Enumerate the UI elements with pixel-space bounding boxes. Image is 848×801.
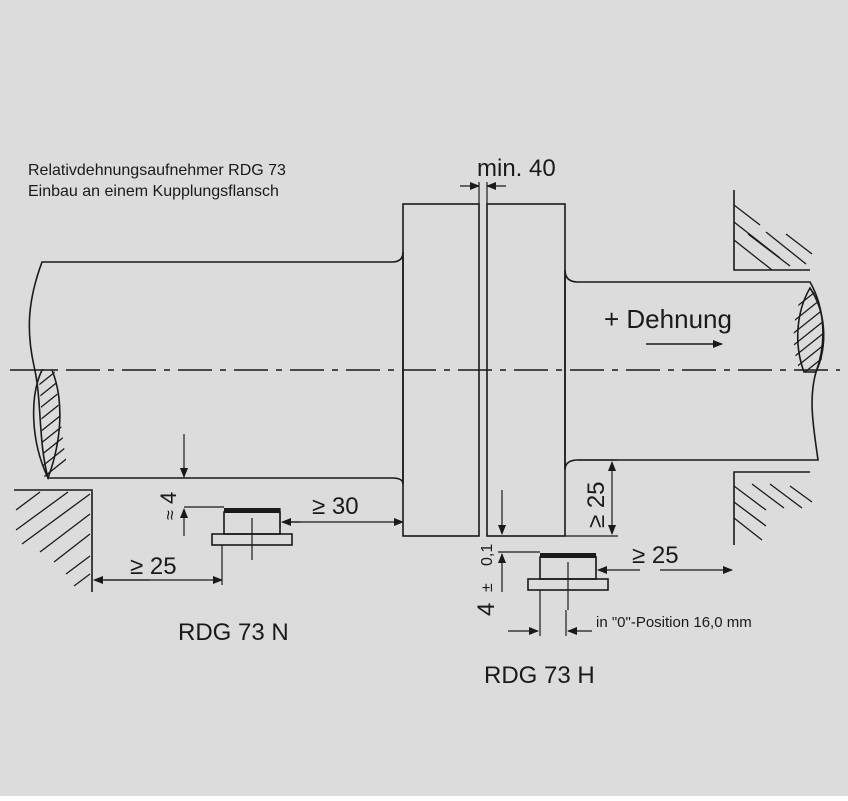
- label-zero-position: in "0"-Position 16,0 mm: [596, 614, 752, 631]
- expansion-indicator: + Dehnung: [604, 304, 732, 348]
- label-approx: ≈: [160, 510, 180, 520]
- dim-30: ≥ 30: [279, 493, 404, 528]
- dim-4-tolerance: 4 ± 0,1: [473, 490, 540, 616]
- caption-line-2: Einbau an einem Kupplungsflansch: [28, 183, 279, 200]
- label-expansion: + Dehnung: [604, 304, 732, 334]
- housing-upper-right: [733, 190, 813, 271]
- sensor-rdg73h: [527, 553, 609, 610]
- caption-line-1: Relativdehnungsaufnehmer RDG 73: [28, 162, 286, 179]
- housing-lower-right: [733, 471, 813, 545]
- label-rdg73n: RDG 73 N: [178, 619, 289, 646]
- paper-area: [7, 7, 841, 789]
- right-shaft: [564, 269, 825, 471]
- sensor-h-coil: [540, 553, 596, 558]
- label-tol-pm: ±: [479, 583, 496, 592]
- dim-25-right: ≥ 25: [595, 542, 733, 574]
- label-dist30: ≥ 30: [312, 493, 359, 520]
- label-dist25-vertical: ≥ 25: [583, 481, 610, 528]
- sensor-n-coil: [224, 508, 280, 513]
- label-gap4: 4: [156, 492, 181, 504]
- housing-lower-left: [14, 489, 93, 592]
- dim-4-left: 4 ≈: [156, 434, 224, 536]
- label-min40: min. 40: [477, 155, 556, 182]
- label-tol-01: 0,1: [479, 544, 496, 566]
- dim-min40: min. 40: [460, 155, 556, 204]
- dim-25-left: ≥ 25: [93, 545, 223, 585]
- label-gap4-h: 4: [473, 603, 500, 616]
- dim-zero-position: in "0"-Position 16,0 mm: [508, 590, 752, 636]
- label-rdg73h: RDG 73 H: [484, 662, 595, 689]
- label-dist25-right: ≥ 25: [632, 542, 679, 569]
- dim-25-vertical: ≥ 25: [565, 459, 618, 537]
- label-dist25-left: ≥ 25: [130, 553, 177, 580]
